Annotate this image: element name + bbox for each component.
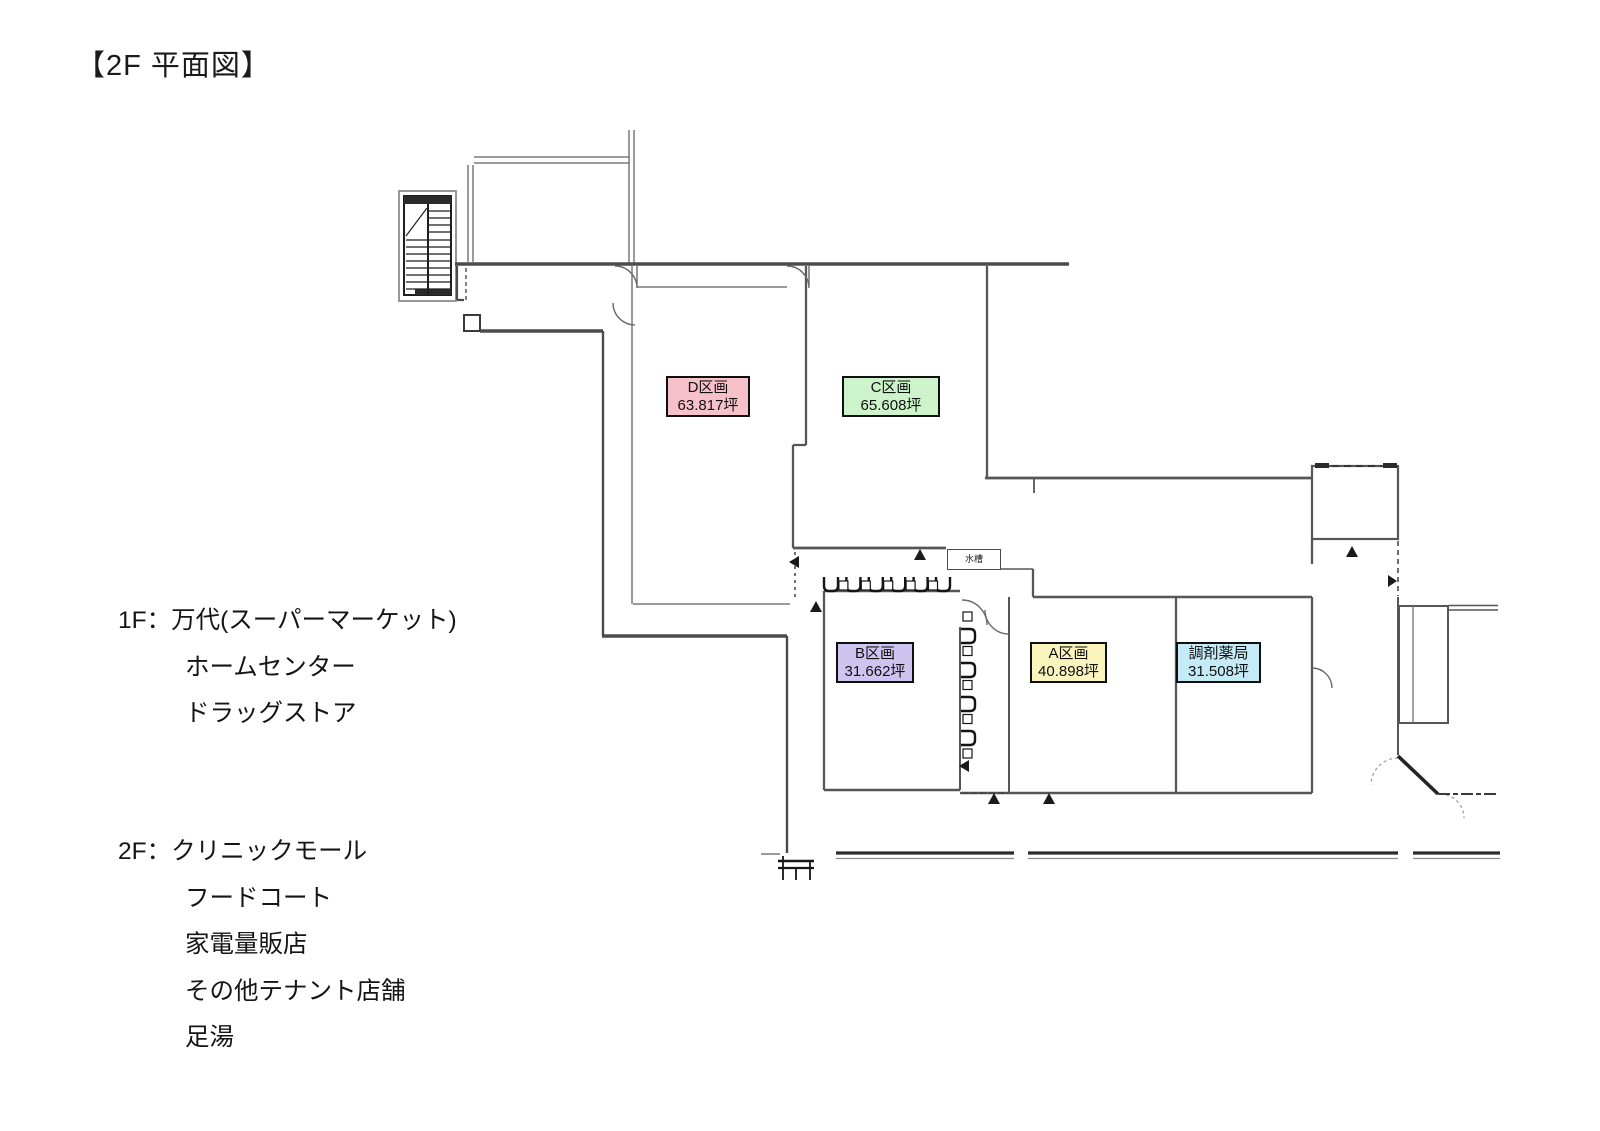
tenant-item: 家電量販店 [185, 931, 308, 958]
dashed-lines [465, 268, 1399, 794]
partition-walls [791, 266, 1498, 795]
seat-symbols [822, 577, 977, 759]
legend-row: 1F：万代(スーパーマーケット) [118, 598, 457, 645]
stairwell [398, 190, 457, 302]
tenant-item: 足湯 [185, 1024, 234, 1051]
zone-name: D区画 [687, 379, 729, 396]
tenant-item: クリニックモール [171, 838, 368, 865]
entrance-diagonal-wall [1396, 754, 1499, 796]
bench-structure [778, 856, 814, 880]
water-tank-label: 水槽 [947, 549, 1001, 570]
outer-walls [455, 262, 1069, 853]
corridor-lines [467, 130, 790, 855]
sidewalk-lines [836, 851, 1500, 860]
floor-label: 2F： [118, 838, 172, 865]
zone-area: 63.817坪 [677, 396, 739, 414]
tenant-item: その他テナント店舗 [185, 977, 406, 1005]
zone-name: A区画 [1048, 645, 1089, 662]
page-title: 【2F 平面図】 [76, 50, 271, 82]
legend-floor-1f: 1F：万代(スーパーマーケット) ホームセンター ドラッグストア [118, 598, 457, 738]
zone-area: 40.898坪 [1038, 662, 1099, 680]
zone-name: 調剤薬局 [1188, 645, 1249, 662]
tenant-item: ホームセンター [185, 653, 356, 681]
zone-area: 31.662坪 [844, 662, 906, 680]
zone-label-d: D区画 63.817坪 [666, 376, 750, 417]
direction-markers [789, 546, 1397, 804]
zone-name: B区画 [854, 645, 895, 662]
legend-row: 2F：クリニックモール [118, 829, 406, 876]
zone-label-pharmacy: 調剤薬局 31.508坪 [1176, 642, 1261, 683]
legend-floor-2f: 2F：クリニックモール フードコート 家電量販店 その他テナント店舗 足湯 [118, 829, 406, 1062]
right-side-rooms [1310, 463, 1449, 724]
zone-area: 65.608坪 [860, 396, 922, 414]
zone-label-a: A区画 40.898坪 [1030, 642, 1107, 683]
zone-name: C区画 [870, 379, 912, 396]
tenant-item: フードコート [185, 884, 332, 912]
zone-label-b: B区画 31.662坪 [836, 642, 914, 683]
floor-label: 1F： [118, 607, 172, 634]
tenant-item: ドラッグストア [185, 700, 357, 727]
zone-label-c: C区画 65.608坪 [842, 376, 940, 417]
zone-area: 31.508坪 [1188, 662, 1249, 680]
tenant-item: 万代(スーパーマーケット) [171, 607, 457, 634]
door-swing-arcs [612, 265, 1465, 819]
